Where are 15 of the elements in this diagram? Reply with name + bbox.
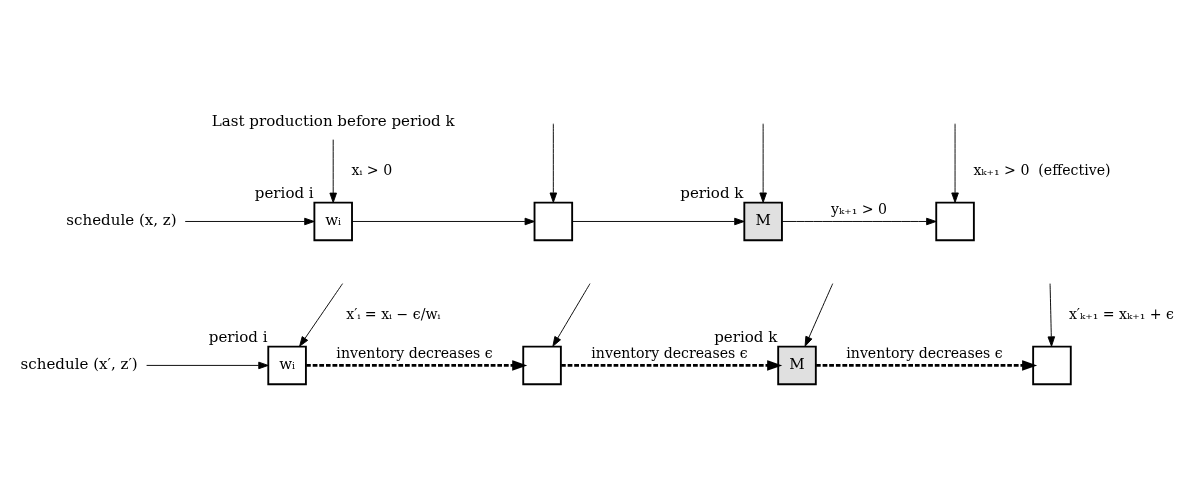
- node-label: period i: [208, 327, 268, 346]
- edge-label: xᵢ > 0: [351, 161, 393, 178]
- edge-label: x′ᵢ = xᵢ − ϵ/wᵢ: [346, 305, 441, 322]
- node-label: period k: [714, 327, 778, 346]
- edge-label: inventory decreases ϵ: [591, 344, 748, 361]
- edge-label: inventory decreases ϵ: [846, 344, 1003, 361]
- node-text: schedule (x′, z′): [20, 355, 138, 373]
- node-label: period k: [680, 183, 744, 202]
- edge-label: x′ₖ₊₁ = xₖ₊₁ + ϵ: [1068, 305, 1174, 322]
- node-text: schedule (x, z): [66, 211, 177, 230]
- edge-label: inventory decreases ϵ: [336, 344, 493, 361]
- edge-label: yₖ₊₁ > 0: [831, 200, 888, 217]
- edge-label: xₖ₊₁ > 0 (effective): [973, 161, 1111, 178]
- node-label: period i: [254, 183, 314, 202]
- node-text: Last production before period k: [211, 112, 455, 131]
